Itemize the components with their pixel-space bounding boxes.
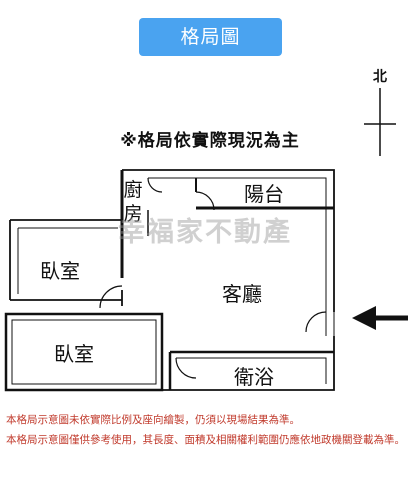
compass-north-label: 北 xyxy=(373,69,387,85)
door-bathroom xyxy=(175,357,197,379)
door-entrance xyxy=(305,311,327,333)
door-bedroom-upper xyxy=(99,285,123,309)
north-arrow-icon xyxy=(364,88,396,156)
disclaimer-notes: 本格局示意圖未依實際比例及座向繪製，仍須以現場結果為準。 本格局示意圖僅供參考使… xyxy=(6,410,411,450)
room-label-bedroom-lower: 臥室 xyxy=(54,342,94,366)
compass: 北 xyxy=(360,66,400,161)
bathroom-inner xyxy=(176,357,327,384)
entrance-wall xyxy=(325,312,335,336)
outer-wall-lower-right xyxy=(162,336,335,391)
door-kitchen xyxy=(147,177,163,193)
room-label-balcony: 陽台 xyxy=(244,182,284,206)
entrance-arrow-icon xyxy=(352,306,408,330)
room-label-kitchen: 廚房 xyxy=(123,179,143,225)
bedroom-lower-inner xyxy=(11,319,157,385)
balcony-inner-wall xyxy=(148,177,327,312)
room-label-living-room: 客廳 xyxy=(222,282,262,306)
bedroom-upper-inner xyxy=(17,227,118,294)
page-title-badge: 格局圖 xyxy=(139,18,282,56)
room-label-bedroom-upper: 臥室 xyxy=(40,259,80,283)
bedroom-upper-wall xyxy=(9,219,123,306)
plan-subtitle: ※格局依實際現況為主 xyxy=(120,131,300,151)
disclaimer-line-1: 本格局示意圖未依實際比例及座向繪製，仍須以現場結果為準。 xyxy=(6,414,300,426)
disclaimer-line-2: 本格局示意圖僅供參考使用，其長度、面積及相關權利範圍仍應依地政機關登載為準。 xyxy=(6,434,405,446)
room-label-bathroom: 衛浴 xyxy=(234,365,274,389)
watermark: 幸福家不動產 xyxy=(118,217,292,248)
outer-wall xyxy=(122,169,335,312)
bathroom-wall xyxy=(168,350,334,390)
bedroom-lower-wall xyxy=(4,312,164,392)
door-balcony xyxy=(195,191,215,211)
